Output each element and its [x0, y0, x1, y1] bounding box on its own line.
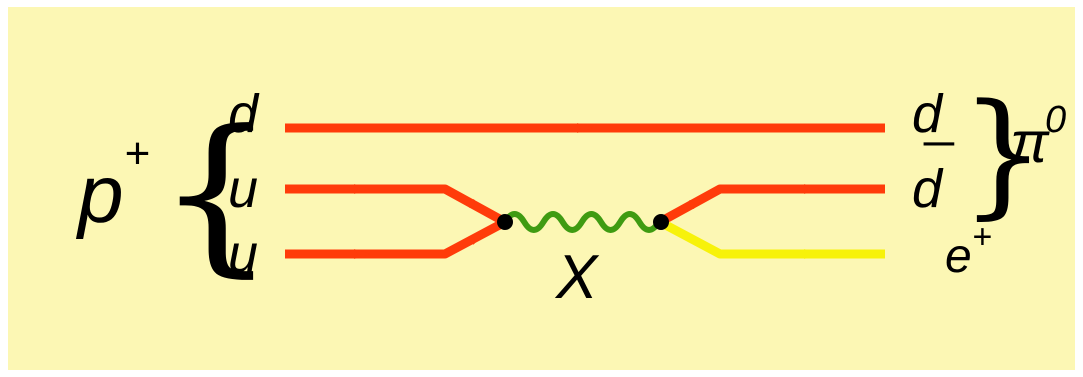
out-label-middle: d: [912, 159, 944, 219]
right-brace: }: [960, 75, 1046, 232]
vertex-right: [653, 214, 669, 230]
quark-label-top: d: [228, 84, 260, 144]
pion-label: π: [1010, 110, 1050, 175]
pion-charge-label: 0: [1045, 99, 1066, 141]
out-label-middle-bar: ¯: [923, 137, 955, 197]
diagram-background: [8, 7, 1075, 370]
left-brace: {: [156, 93, 277, 293]
quark-label-bottom: u: [228, 224, 258, 284]
vertex-left: [497, 214, 513, 230]
out-label-top: d: [912, 84, 944, 144]
proton-label: p: [75, 149, 124, 240]
positron-charge-label: +: [972, 218, 992, 256]
quark-line-u-middle: [285, 184, 508, 226]
quark-label-middle: u: [228, 159, 258, 219]
x-boson-line: [502, 211, 662, 233]
positron-line: [657, 218, 885, 259]
proton-charge-label: +: [124, 129, 150, 178]
quark-line-dbar: [657, 184, 885, 226]
boson-label: X: [554, 243, 600, 312]
quark-line-u-bottom: [285, 218, 508, 259]
positron-label: e: [945, 230, 972, 283]
